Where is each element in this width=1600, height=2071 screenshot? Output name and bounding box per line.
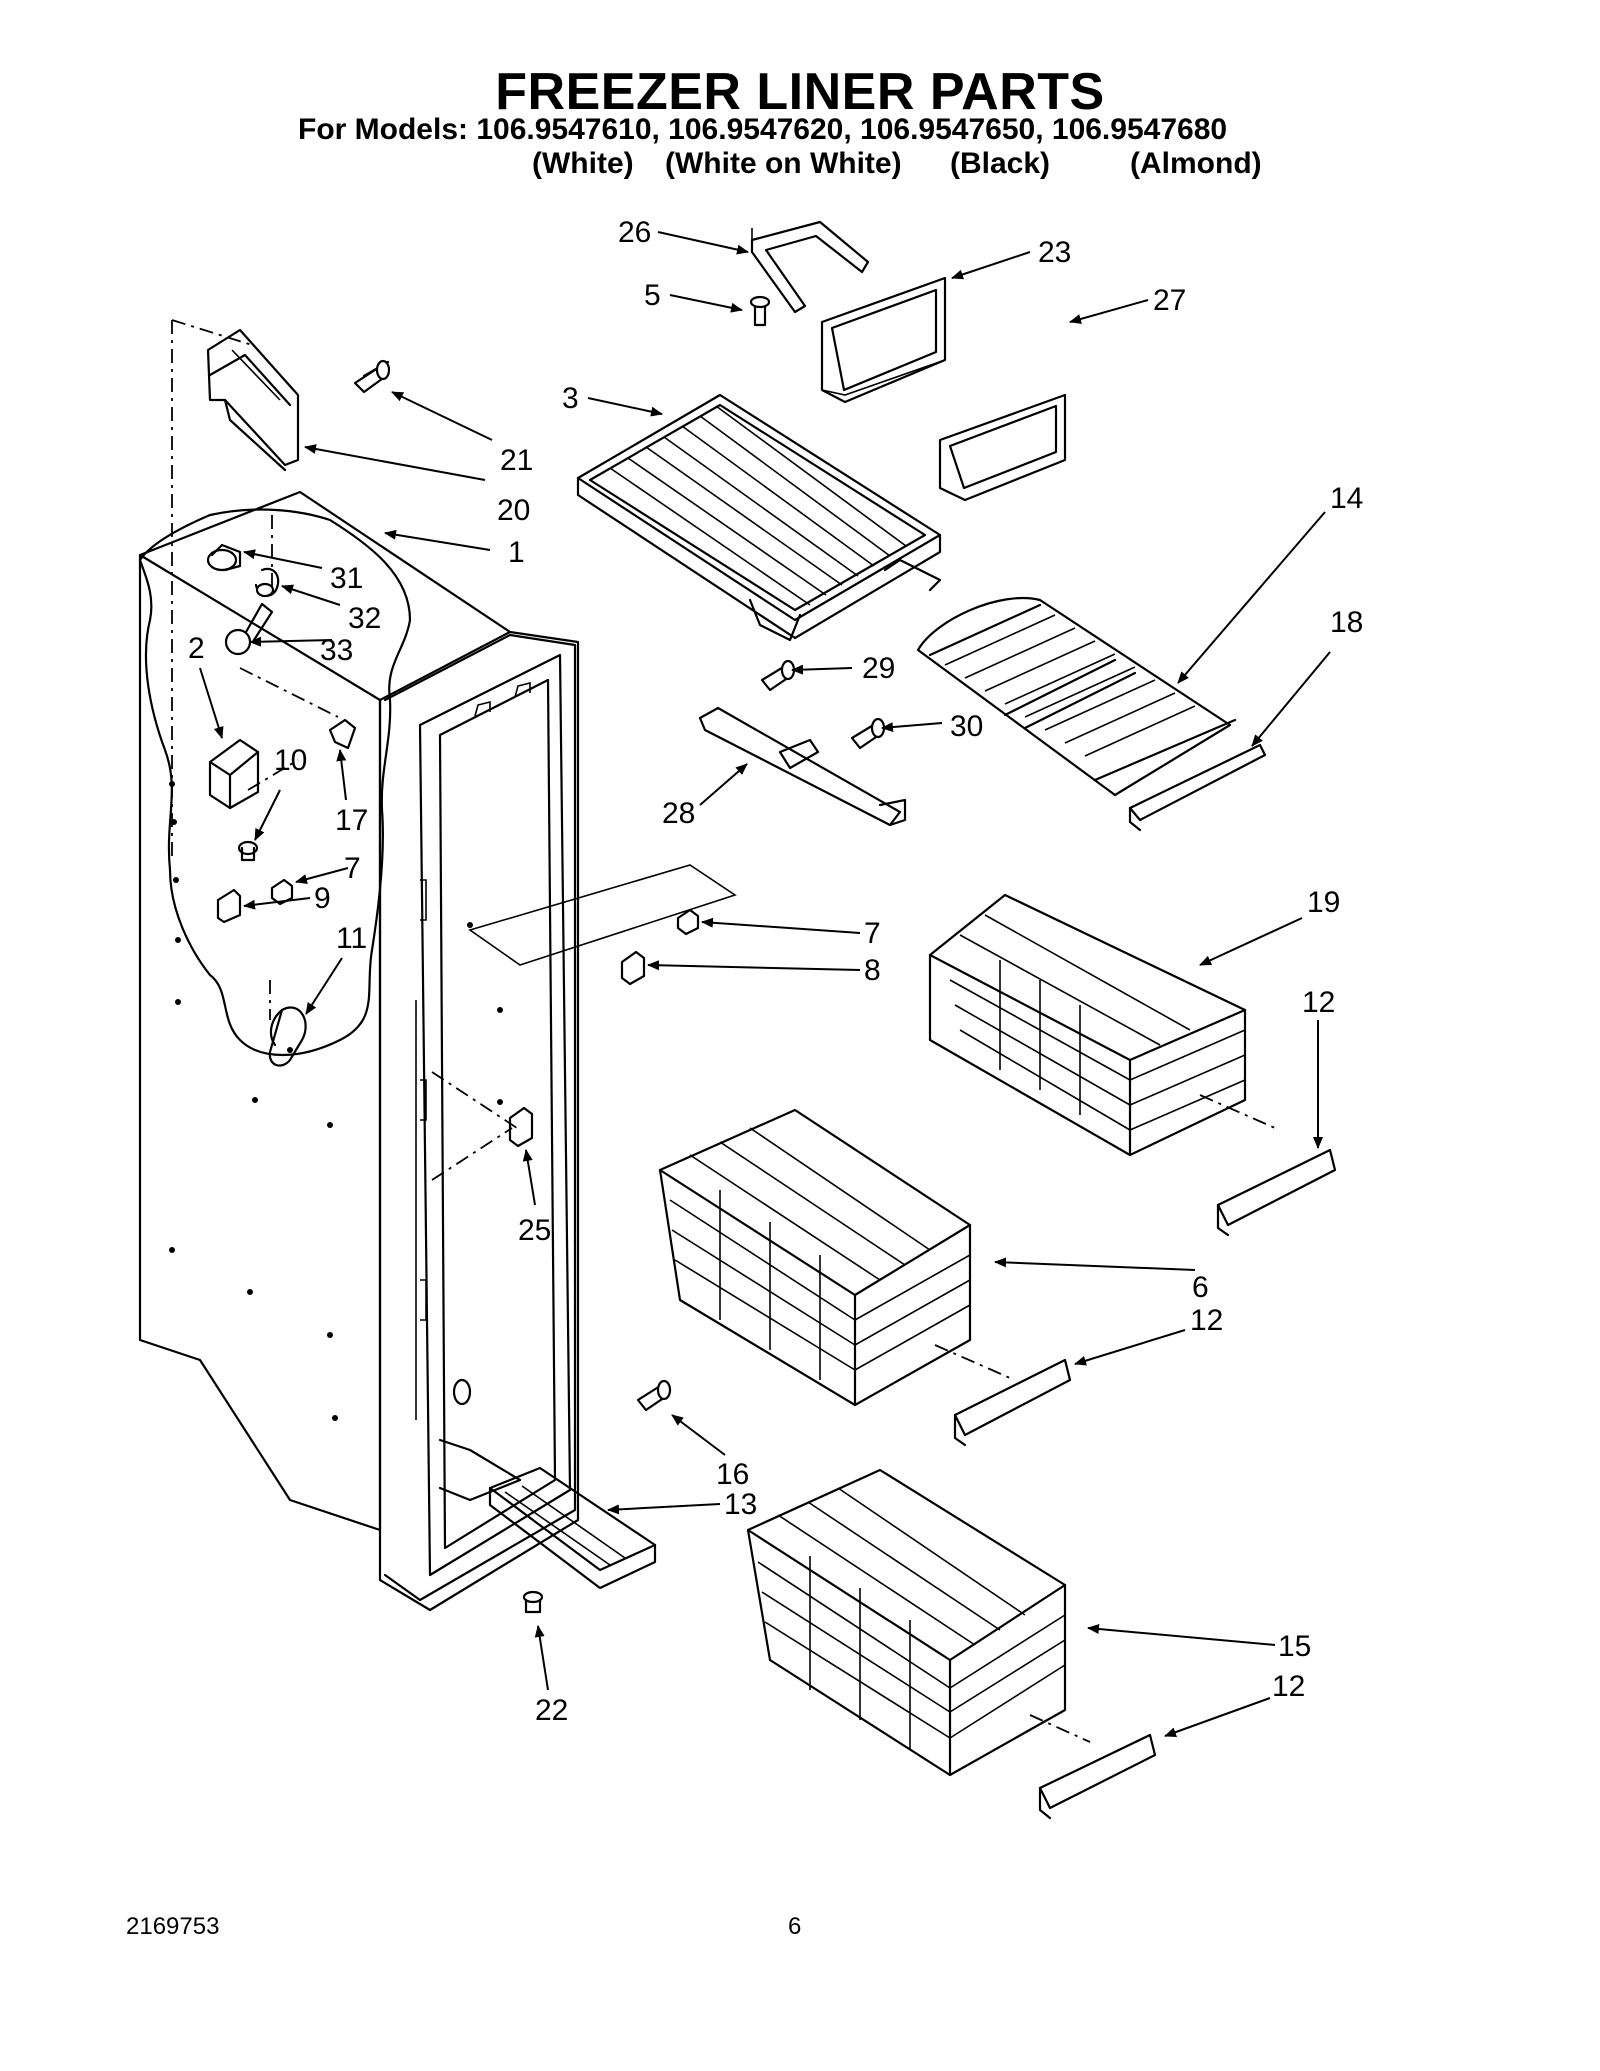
- callout-18: 18: [1330, 606, 1363, 639]
- page-number: 6: [788, 1913, 802, 1940]
- shelf-frame-part-23: [820, 276, 947, 404]
- callout-12-top: 12: [1302, 986, 1335, 1019]
- callout-26: 26: [618, 216, 651, 249]
- callout-23: 23: [1038, 236, 1071, 269]
- callout-28: 28: [662, 797, 695, 830]
- callout-13: 13: [724, 1488, 757, 1521]
- switch-part-25: [508, 1106, 534, 1148]
- callout-5: 5: [644, 279, 661, 312]
- callout-31: 31: [330, 562, 363, 595]
- callout-32: 32: [348, 602, 381, 635]
- callout-8: 8: [864, 954, 881, 987]
- callout-19: 19: [1307, 886, 1340, 919]
- shelf-frame-part-27: [938, 393, 1067, 502]
- leader-lines: [199, 231, 1331, 1737]
- basket-part-19: [928, 893, 1276, 1157]
- variant-white-on-white: (White on White): [665, 147, 902, 180]
- callout-1: 1: [508, 536, 525, 569]
- bracket-part-26: [750, 220, 870, 314]
- callout-17: 17: [335, 804, 368, 837]
- callout-6: 6: [1192, 1271, 1209, 1304]
- callout-29: 29: [862, 652, 895, 685]
- bumper-part-10: [237, 840, 259, 862]
- screw-part-16: [636, 1379, 672, 1412]
- screw-part-21: [353, 359, 391, 394]
- freezer-liner-body: [138, 319, 580, 1612]
- control-part-2: [208, 738, 260, 810]
- screw-part-30: [850, 717, 886, 750]
- hinge-bracket-part-20: [206, 328, 300, 472]
- basket-part-6: [658, 1108, 1011, 1407]
- callout-9: 9: [314, 882, 331, 915]
- basket-part-15: [746, 1468, 1091, 1777]
- callout-labels: 26 23 5 27 3 21 20 1 14 31 32 33 2 18 29…: [188, 216, 1363, 1727]
- variant-almond: (Almond): [1130, 147, 1262, 180]
- shelf-rail-part-18: [1128, 743, 1267, 832]
- callout-14: 14: [1330, 482, 1363, 515]
- clip-part-17: [328, 718, 357, 750]
- callout-12-middle: 12: [1190, 1304, 1223, 1337]
- models-line: For Models: 106.9547610, 106.9547620, 10…: [298, 113, 1228, 146]
- connector-part-9: [216, 888, 242, 924]
- housing-part-11: [268, 1006, 307, 1067]
- page-title: FREEZER LINER PARTS: [495, 63, 1105, 121]
- callout-33: 33: [320, 634, 353, 667]
- lamp-holder-part-32: [254, 567, 280, 598]
- shelf-support-part-28: [698, 706, 907, 827]
- callout-21: 21: [500, 444, 533, 477]
- divider-panel: [468, 864, 737, 966]
- plug-part-22: [522, 1590, 544, 1614]
- connector-part-8: [620, 950, 646, 986]
- variant-black: (Black): [950, 147, 1051, 180]
- variant-white: (White): [532, 147, 634, 180]
- callout-15: 15: [1278, 1630, 1311, 1663]
- screw-part-5: [749, 295, 771, 327]
- callout-11: 11: [336, 922, 367, 955]
- basket-rail-part-12-top: [1216, 1148, 1337, 1237]
- callout-7-left: 7: [344, 852, 361, 885]
- callout-12-bottom: 12: [1272, 1670, 1305, 1703]
- clip-part-7-left: [270, 878, 294, 906]
- light-socket-part-31: [206, 543, 242, 572]
- callout-16: 16: [716, 1458, 749, 1491]
- document-number: 2169753: [126, 1913, 220, 1940]
- callout-7-right: 7: [864, 917, 881, 950]
- callout-10: 10: [274, 744, 307, 777]
- callout-25: 25: [518, 1214, 551, 1247]
- basket-rail-part-12-bottom: [1038, 1733, 1157, 1820]
- callout-22: 22: [535, 1694, 568, 1727]
- callout-2: 2: [188, 632, 205, 665]
- wire-shelf-part-3: [576, 393, 942, 642]
- callout-3: 3: [562, 382, 579, 415]
- callout-30: 30: [950, 710, 983, 743]
- vent-grille-part-13: [488, 1466, 657, 1590]
- callout-20: 20: [497, 494, 530, 527]
- light-bulb-part-33: [224, 602, 274, 656]
- clip-part-7-right: [676, 908, 700, 936]
- screw-part-29: [760, 659, 796, 692]
- basket-rail-part-12-middle: [953, 1358, 1072, 1447]
- wire-shelf-part-14: [916, 596, 1237, 797]
- callout-27: 27: [1153, 284, 1186, 317]
